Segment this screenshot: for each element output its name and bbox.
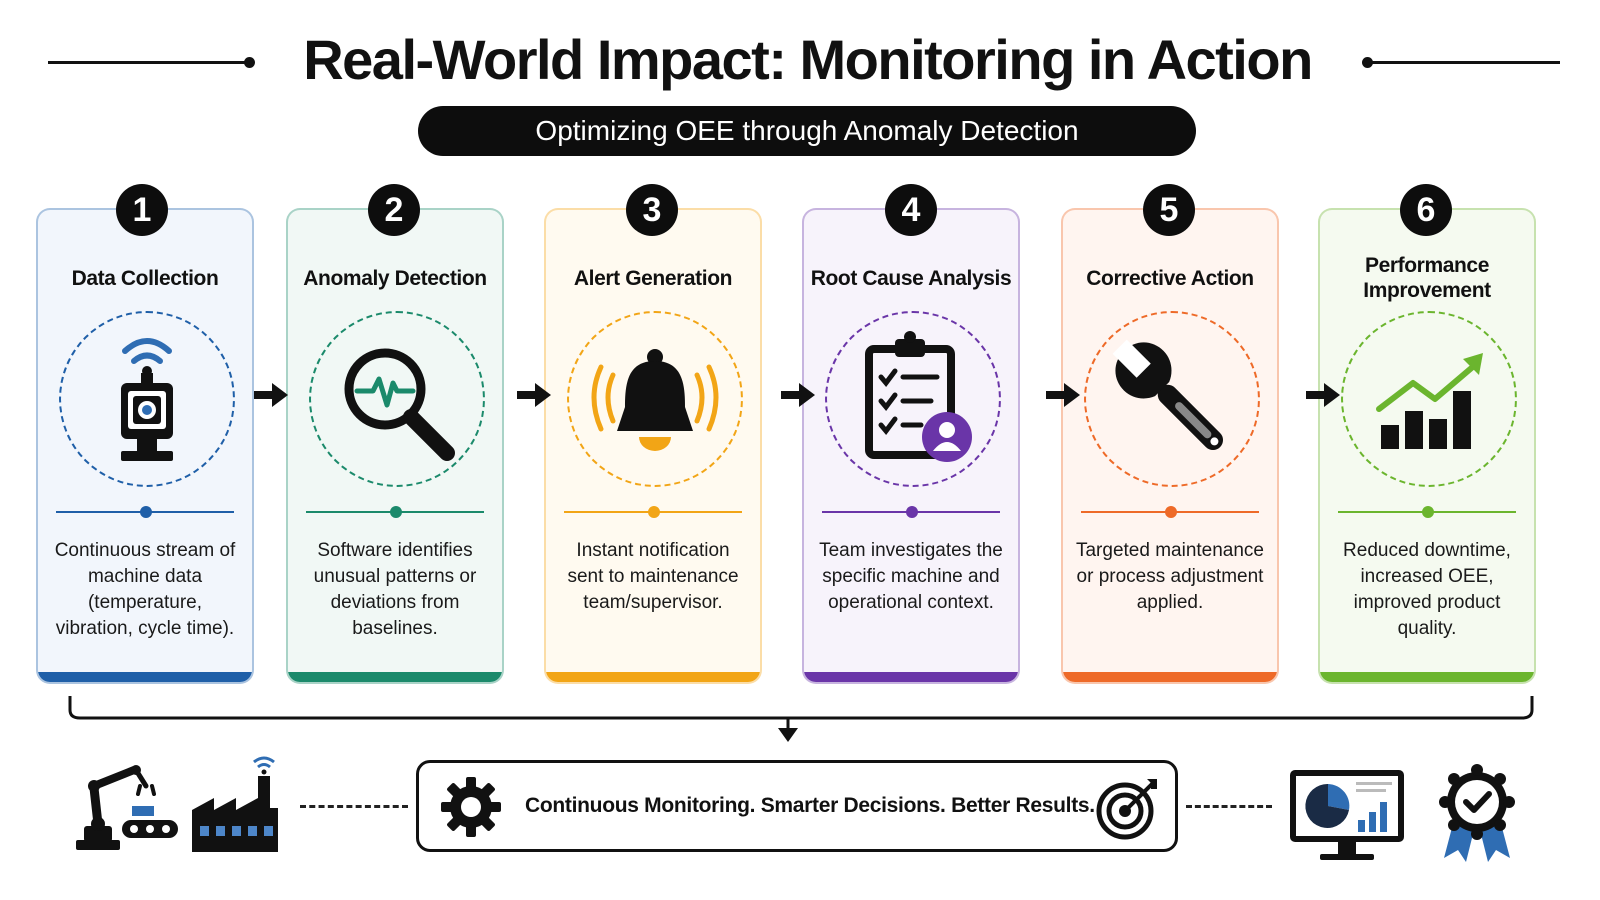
step-number-badge: 5 — [1143, 184, 1195, 236]
step-number-badge: 2 — [368, 184, 420, 236]
step-divider-dot — [1165, 506, 1177, 518]
title-rule-right — [1366, 61, 1560, 64]
step-icon-frame — [1341, 311, 1517, 487]
flow-arrow-icon — [254, 383, 288, 407]
step-icon-frame — [59, 311, 235, 487]
step-divider-dot — [648, 506, 660, 518]
step-icon-frame — [1084, 311, 1260, 487]
step-icon-frame — [567, 311, 743, 487]
step-accent-bar — [1320, 672, 1534, 682]
title-rule-left — [48, 61, 248, 64]
flow-arrow-icon — [781, 383, 815, 407]
slogan-text: Continuous Monitoring. Smarter Decisions… — [525, 794, 1095, 817]
step-divider-dot — [906, 506, 918, 518]
footer-dashed-connector — [1186, 805, 1272, 808]
step-title: Performance Improvement — [1363, 254, 1491, 302]
step-accent-bar — [1063, 672, 1277, 682]
step-icon-frame — [309, 311, 485, 487]
title-row: Real-World Impact: Monitoring in Action — [0, 24, 1600, 96]
bell-icon — [591, 349, 719, 451]
step-title: Alert Generation — [573, 266, 733, 290]
step-description: Reduced downtime, increased OEE, improve… — [1343, 540, 1511, 639]
step-divider-dot — [1422, 506, 1434, 518]
growth-chart-icon — [1376, 353, 1483, 449]
slogan-banner: Continuous Monitoring. Smarter Decisions… — [416, 760, 1178, 852]
step-description: Team investigates the specific machine a… — [819, 540, 1003, 613]
step-accent-bar — [546, 672, 760, 682]
sensor-camera-icon — [121, 338, 173, 461]
step-description: Targeted maintenance or process adjustme… — [1075, 540, 1264, 613]
step-divider-dot — [140, 506, 152, 518]
gear-icon — [441, 777, 501, 837]
target-icon — [1096, 779, 1157, 840]
flow-arrow-icon — [1306, 383, 1340, 407]
page-title: Real-World Impact: Monitoring in Action — [303, 28, 1313, 91]
subtitle-banner: Optimizing OEE through Anomaly Detection — [418, 106, 1196, 156]
steps-bracket — [68, 696, 1534, 742]
clipboard-user-icon — [865, 331, 972, 462]
wrench-icon — [1112, 339, 1224, 451]
step-title: Data Collection — [71, 266, 219, 290]
step-number-badge: 3 — [626, 184, 678, 236]
dashboard-monitor-icon — [1290, 770, 1404, 860]
step-number-badge: 1 — [116, 184, 168, 236]
award-badge-icon — [1439, 764, 1515, 862]
step-title: Root Cause Analysis — [810, 266, 1012, 290]
flow-arrow-icon — [517, 383, 551, 407]
step-accent-bar — [38, 672, 252, 682]
step-description: Instant notification sent to maintenance… — [567, 540, 739, 613]
step-icon-frame — [825, 311, 1001, 487]
step-number-badge: 4 — [885, 184, 937, 236]
step-divider-dot — [390, 506, 402, 518]
step-number-badge: 6 — [1400, 184, 1452, 236]
step-accent-bar — [804, 672, 1018, 682]
magnifier-pulse-icon — [344, 348, 455, 461]
step-description: Continuous stream of machine data (tempe… — [54, 540, 236, 639]
step-accent-bar — [288, 672, 502, 682]
factory-icon — [192, 756, 278, 852]
title-rule-dot-left — [244, 57, 255, 68]
robot-arm-icon — [76, 765, 178, 850]
flow-arrow-icon — [1046, 383, 1080, 407]
step-description: Software identifies unusual patterns or … — [313, 540, 477, 639]
step-title: Anomaly Detection — [303, 266, 487, 290]
step-title: Corrective Action — [1086, 266, 1254, 290]
footer-dashed-connector — [300, 805, 408, 808]
